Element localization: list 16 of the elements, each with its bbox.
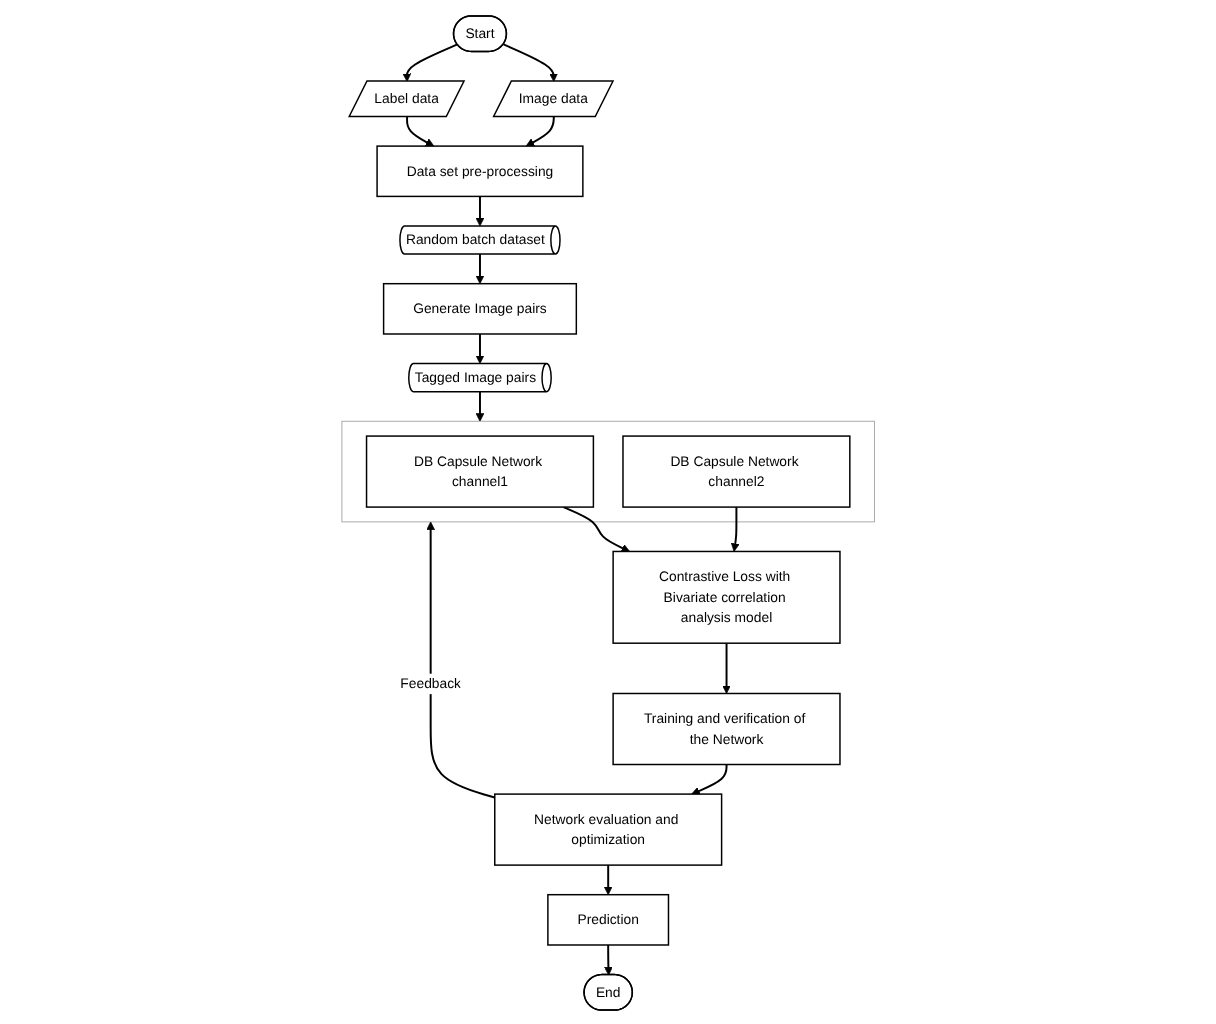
arrow bbox=[525, 115, 555, 146]
arrow bbox=[405, 115, 434, 146]
arrow bbox=[691, 762, 728, 795]
arrow bbox=[603, 943, 613, 975]
arrow bbox=[730, 505, 740, 551]
arrow bbox=[475, 252, 485, 284]
arrow bbox=[722, 641, 731, 693]
arrow bbox=[475, 332, 485, 363]
arrow bbox=[426, 520, 496, 798]
arrow bbox=[562, 505, 630, 552]
cluster bbox=[341, 419, 875, 522]
arrow bbox=[502, 42, 558, 81]
arrow bbox=[402, 42, 459, 81]
arrow bbox=[603, 863, 613, 895]
arrow bbox=[475, 389, 485, 421]
arrow bbox=[475, 194, 485, 226]
